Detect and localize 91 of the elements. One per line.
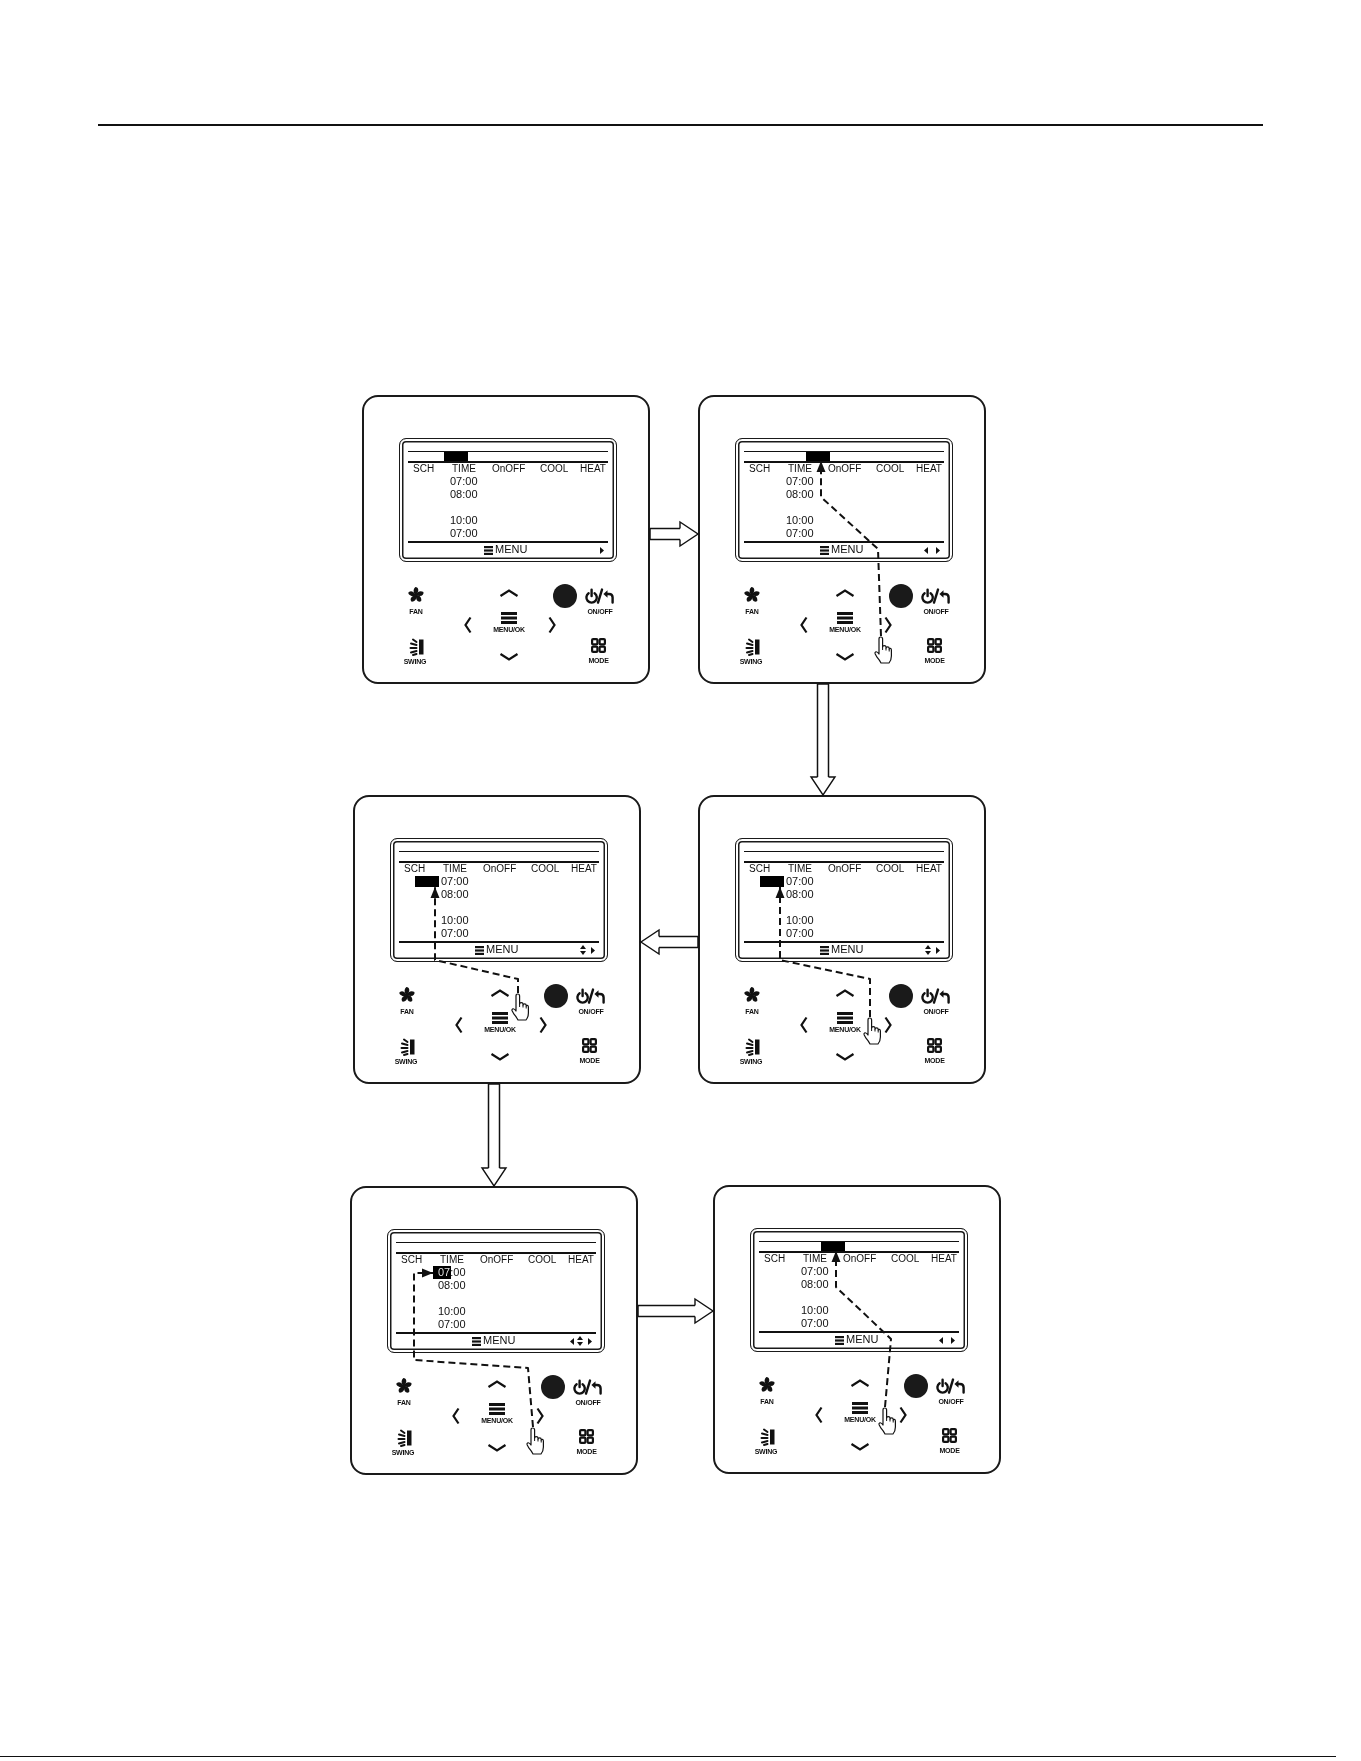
column-header: COOL (540, 464, 569, 474)
column-header: COOL (876, 464, 905, 474)
time-value: 08:00 (450, 489, 478, 500)
column-header: HEAT (916, 464, 942, 474)
menu-label: MENU (483, 1335, 516, 1346)
column-header: TIME (452, 464, 476, 474)
menu-label: MENU (846, 1334, 879, 1345)
hand-pointer-icon (526, 1427, 545, 1455)
time-value: 10:00 (786, 515, 814, 526)
time-value: 07:00 (801, 1318, 829, 1329)
block-arrow (481, 1083, 507, 1187)
cursor-block (444, 452, 468, 461)
time-value: 07:00 (801, 1266, 829, 1277)
column-header: SCH (401, 1255, 423, 1265)
time-value: 10:00 (438, 1306, 466, 1317)
time-value: 07:00 (786, 528, 814, 539)
column-header: OnOFF (492, 464, 526, 474)
column-header: OnOFF (828, 464, 862, 474)
column-header: SCH (749, 464, 771, 474)
column-header: HEAT (916, 864, 942, 874)
controller-panel (362, 395, 650, 684)
controller-panel (698, 795, 986, 1084)
time-value: 08:00 (801, 1279, 829, 1290)
time-value: 07:00 (438, 1319, 466, 1330)
lcd-screen (399, 438, 617, 562)
cursor-block (760, 876, 784, 887)
column-header: OnOFF (480, 1255, 514, 1265)
controller-panel (713, 1185, 1001, 1474)
time-value: 07:00 (441, 876, 469, 887)
pointer-arrow (816, 460, 882, 637)
hand-pointer-icon (863, 1017, 882, 1045)
time-value: 07:00 (441, 928, 469, 939)
time-value: 08:00 (786, 489, 814, 500)
lcd-screen (735, 438, 953, 562)
column-header: OnOFF (483, 864, 517, 874)
column-header: TIME (803, 1254, 827, 1264)
lcd-screen (390, 838, 608, 962)
menu-label: MENU (495, 544, 528, 555)
column-header: COOL (528, 1255, 557, 1265)
column-header: HEAT (931, 1254, 957, 1264)
pointer-arrow (775, 886, 871, 1018)
column-header: HEAT (568, 1255, 594, 1265)
time-value: 10:00 (786, 915, 814, 926)
cursor-block (806, 452, 830, 461)
time-value: 07:00 (450, 528, 478, 539)
column-header: SCH (404, 864, 426, 874)
pointer-arrow (831, 1250, 892, 1408)
hand-pointer-icon (511, 993, 530, 1021)
time-value: 07:00 (786, 876, 814, 887)
cursor-block (821, 1242, 845, 1251)
block-arrow (640, 929, 699, 955)
block-arrow (810, 683, 836, 796)
time-value: 10:00 (801, 1305, 829, 1316)
time-value: 08:00 (786, 889, 814, 900)
time-value: 07:00 (786, 476, 814, 487)
column-header: HEAT (580, 464, 606, 474)
menu-label: MENU (831, 944, 864, 955)
time-value: 08:00 (438, 1280, 466, 1291)
column-header: COOL (531, 864, 560, 874)
menu-label: MENU (486, 944, 519, 955)
time-value: 10:00 (450, 515, 478, 526)
column-header: COOL (891, 1254, 920, 1264)
block-arrow (637, 1298, 714, 1324)
column-header: TIME (443, 864, 467, 874)
controller-panel (698, 395, 986, 684)
column-header: SCH (413, 464, 435, 474)
time-value: 07:00 (450, 476, 478, 487)
column-header: TIME (788, 864, 812, 874)
lcd-screen (750, 1228, 968, 1352)
column-header: TIME (440, 1255, 464, 1265)
lcd-screen (735, 838, 953, 962)
pointer-arrow (413, 1268, 534, 1428)
hand-pointer-icon (874, 636, 893, 664)
controller-panel (350, 1186, 638, 1475)
time-value: 10:00 (441, 915, 469, 926)
time-value: 08:00 (441, 889, 469, 900)
column-header: COOL (876, 864, 905, 874)
hand-pointer-icon (878, 1407, 897, 1435)
time-value: 07:00 (786, 928, 814, 939)
column-header: HEAT (571, 864, 597, 874)
lcd-screen (387, 1229, 605, 1353)
cursor-block (415, 876, 439, 887)
block-arrow (649, 521, 699, 547)
column-header: OnOFF (828, 864, 862, 874)
controller-panel (353, 795, 641, 1084)
column-header: SCH (764, 1254, 786, 1264)
column-header: OnOFF (843, 1254, 877, 1264)
pointer-arrow (430, 886, 519, 994)
menu-label: MENU (831, 544, 864, 555)
column-header: TIME (788, 464, 812, 474)
column-header: SCH (749, 864, 771, 874)
